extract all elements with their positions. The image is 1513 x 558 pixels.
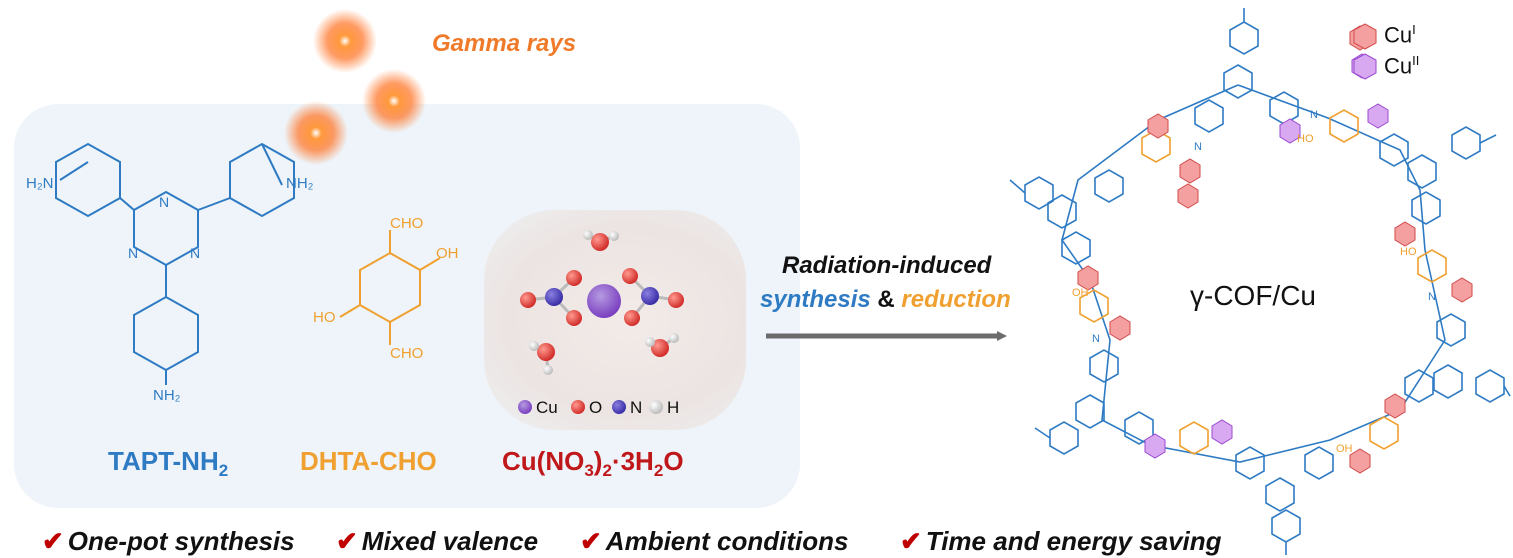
cof-hydroxyl-label: OH [1336, 443, 1353, 455]
atom-legend-n-dot [612, 400, 626, 414]
tapt-n-label: N [190, 245, 200, 261]
atom-legend-h: H [667, 398, 679, 417]
check-3: ✔Ambient conditions [580, 526, 849, 556]
dhta-cho-top: CHO [390, 215, 423, 232]
gamma-glows [284, 9, 426, 165]
arrow-label-line2: synthesis & reduction [760, 286, 1011, 314]
check-icon: ✔ [336, 526, 358, 556]
atom-legend: Cu O N H [518, 398, 679, 417]
atom-legend-o: O [589, 398, 602, 417]
legend-cu2-icon [1353, 53, 1377, 80]
check-2: ✔Mixed valence [336, 526, 539, 556]
tapt-n-label: N [159, 194, 169, 210]
arrow-label-reduction: reduction [901, 286, 1011, 313]
tapt-n-label: N [128, 245, 138, 261]
check-icon: ✔ [42, 526, 64, 556]
gamma-label: Gamma rays [432, 30, 577, 57]
cof-framework [1009, 8, 1511, 555]
cu-salt-label: Cu(NO3)2·3H2O [502, 446, 684, 481]
tapt-label: TAPT-NH2 [108, 446, 228, 481]
atom-legend-n: N [630, 398, 642, 417]
cu-salt-model [520, 230, 684, 375]
tapt-amine-top-right: NH₂ [286, 175, 314, 192]
dhta-cho-bottom: CHO [390, 345, 423, 362]
cof-n-label: N [1428, 291, 1436, 303]
legend-cu2: CuII [1384, 53, 1420, 79]
legend-cu1: CuI [1384, 22, 1416, 48]
atom-legend-cu: Cu [536, 398, 558, 417]
tapt-amine-bottom: NH₂ [153, 387, 181, 404]
check-icon: ✔ [900, 526, 922, 556]
arrow-label-line1: Radiation-induced [782, 252, 992, 279]
atom-legend-o-dot [571, 400, 585, 414]
cu-salt-bubble [484, 210, 746, 430]
cof-hydroxyl-label: OH [1072, 287, 1089, 299]
cof-n-label: N [1310, 109, 1318, 121]
tapt-amine-top-left: H₂N [26, 175, 54, 192]
check-4: ✔Time and energy saving [900, 526, 1222, 556]
cof-n-label: N [1194, 141, 1202, 153]
tapt-label-main: TAPT-NH [108, 446, 219, 476]
tapt-label-sub: 2 [218, 461, 229, 481]
atom-legend-h-dot [649, 400, 663, 414]
dhta-molecule [339, 230, 441, 345]
check-1: ✔One-pot synthesis [42, 526, 295, 556]
gamma-glow [284, 101, 348, 165]
dhta-oh: OH [436, 245, 459, 262]
cof-hydroxyl-label: HO [1297, 133, 1314, 145]
arrow-label-amp: & [877, 286, 895, 313]
arrow-label-synthesis: synthesis [760, 286, 871, 313]
legend-cu1-icon [1353, 23, 1377, 50]
cof-hydroxyl-label: HO [1400, 246, 1417, 258]
tapt-molecule [55, 142, 295, 385]
product-name: γ-COF/Cu [1190, 280, 1316, 311]
dhta-label: DHTA-CHO [300, 446, 437, 476]
dhta-ho: HO [313, 309, 336, 326]
cof-dhta-linkers [1079, 109, 1447, 455]
cof-n-label: N [1092, 333, 1100, 345]
gamma-glow [362, 69, 426, 133]
gamma-glow [313, 9, 377, 73]
check-icon: ✔ [580, 526, 602, 556]
atom-legend-cu-dot [518, 400, 532, 414]
